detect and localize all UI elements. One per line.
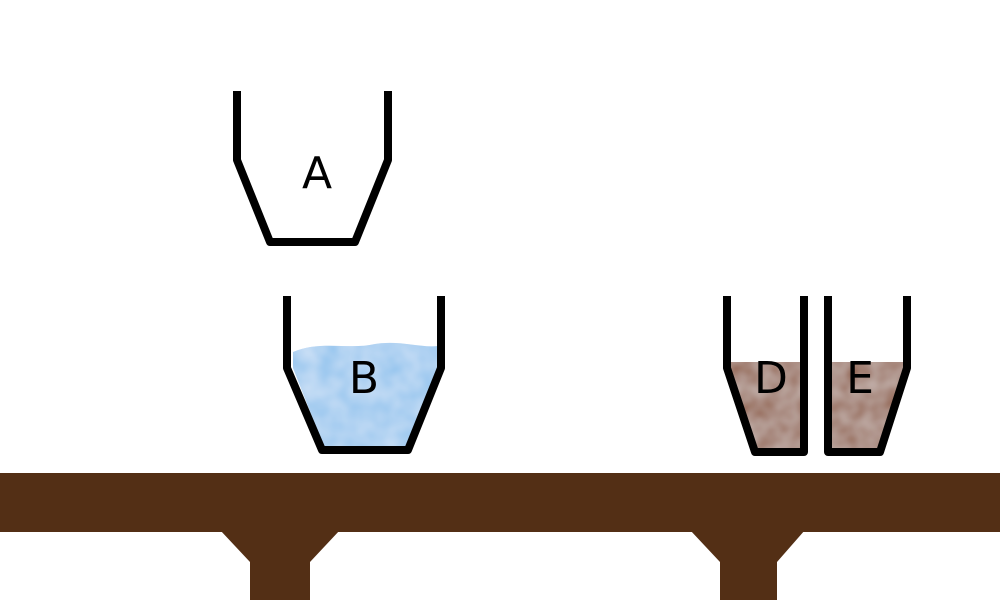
container-a-label: A: [302, 148, 332, 199]
container-b-outline: [283, 296, 445, 454]
container-e: E: [824, 296, 911, 456]
soil-fill-e: [831, 362, 903, 449]
table: [0, 473, 1000, 600]
container-a: A: [233, 91, 392, 246]
container-d-outline: [723, 296, 808, 456]
table-leg-left: [220, 530, 340, 600]
table-top: [0, 473, 1000, 532]
container-d: D: [723, 296, 808, 456]
container-e-label: E: [846, 353, 874, 404]
container-d-label: D: [754, 353, 788, 404]
container-e-outline: [824, 296, 911, 456]
container-b-label: B: [349, 353, 379, 404]
table-leg-right: [690, 530, 805, 600]
water-fill: [293, 342, 438, 447]
soil-fill-d: [731, 362, 801, 449]
container-b: B: [283, 296, 445, 454]
container-a-outline: [233, 91, 392, 246]
